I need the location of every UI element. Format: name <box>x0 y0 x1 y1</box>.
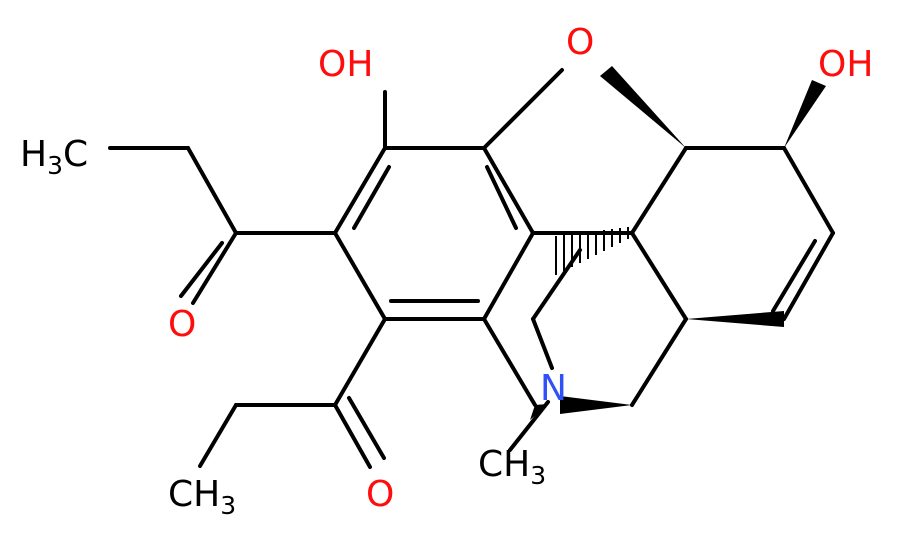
bond <box>186 146 238 235</box>
ring-oxygen-label: O <box>566 22 594 63</box>
bond <box>482 68 564 150</box>
bond <box>630 231 688 321</box>
wedge-bond <box>600 66 686 148</box>
wedge-bonds <box>530 66 826 420</box>
bond <box>630 317 688 407</box>
bond-double <box>771 239 817 313</box>
n-methyl-label: CH3 <box>478 444 546 490</box>
nitrogen-label: N <box>540 368 567 409</box>
ketone-oxygen-label: O <box>168 304 196 345</box>
bond-inner <box>485 165 518 230</box>
bond <box>482 317 537 407</box>
bond <box>333 403 372 469</box>
methyl-label: H3C <box>20 134 88 180</box>
bond <box>630 146 688 235</box>
wedge-bond <box>686 311 784 327</box>
wedge-bond <box>784 80 826 148</box>
bond <box>482 146 535 235</box>
bond <box>531 317 554 370</box>
hydroxyl-label: OH <box>818 44 873 85</box>
bond <box>782 146 835 235</box>
bond <box>333 146 387 235</box>
hashed-bond <box>555 227 629 275</box>
bond <box>179 241 224 298</box>
bond <box>198 403 238 468</box>
bond <box>482 231 535 321</box>
bond <box>782 231 835 321</box>
bond-inner <box>352 165 391 230</box>
methyl-label: CH3 <box>168 474 236 520</box>
ketone-oxygen-label: O <box>366 474 394 515</box>
bond <box>191 231 238 305</box>
bond <box>333 317 387 407</box>
bond <box>333 231 387 321</box>
wedge-bond <box>560 396 632 414</box>
hydroxyl-label: OH <box>318 44 373 85</box>
bond-lines <box>108 68 835 469</box>
bond <box>508 400 550 452</box>
bond <box>347 396 386 460</box>
wedge-bond <box>530 404 548 420</box>
